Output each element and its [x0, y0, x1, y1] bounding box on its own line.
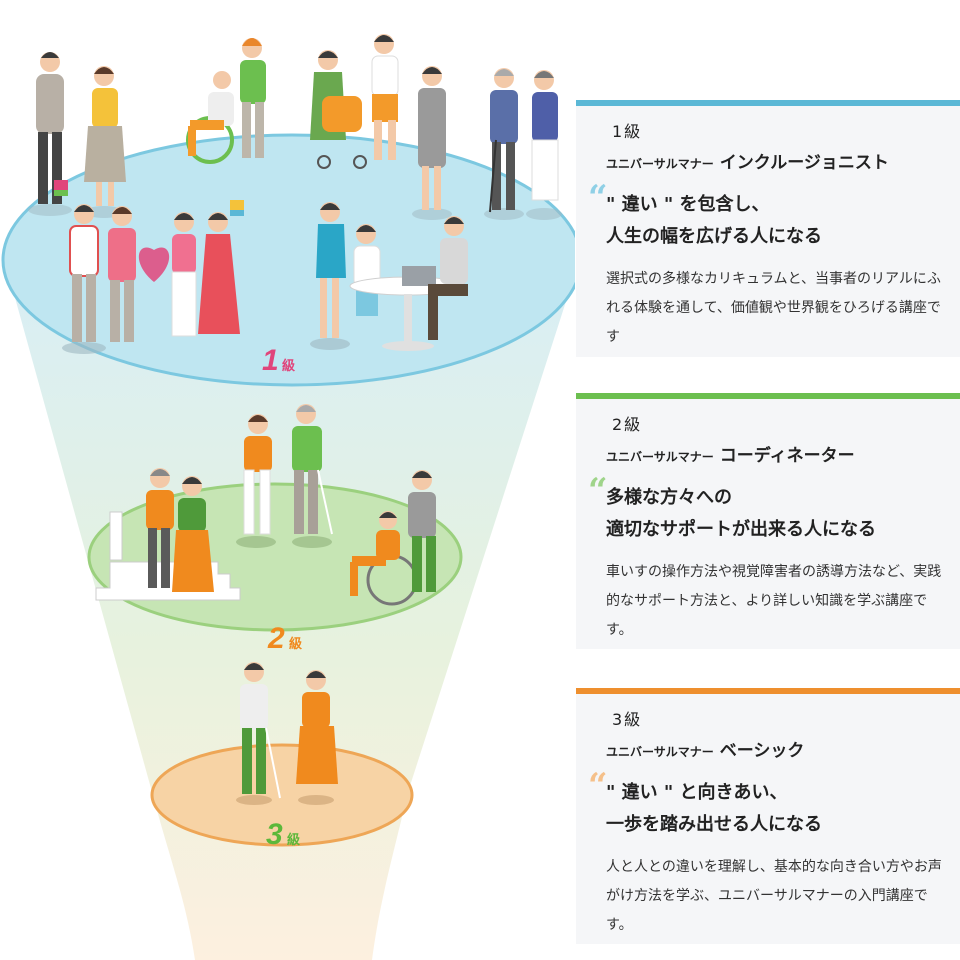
person-figure: [28, 52, 72, 216]
level2-panel: 2級 ユニバーサルマナーコーディネーター “ 多様な方々への 適切なサポートが出…: [576, 393, 960, 649]
level2-headline: “ 多様な方々への 適切なサポートが出来る人になる: [588, 474, 946, 546]
level1-quote-icon: “: [588, 178, 608, 218]
level2-course: ユニバーサルマナーコーディネーター: [606, 441, 946, 466]
person-figure: [198, 200, 244, 334]
level2-headline-line2: 適切なサポートが出来る人になる: [606, 519, 876, 540]
level2-headline-line1: 多様な方々への: [606, 487, 732, 508]
level2-funnel-unit: 級: [289, 636, 302, 652]
level3-people-illustration: [236, 662, 338, 805]
person-figure: [108, 206, 136, 342]
level1-disc: 1 級: [1, 34, 575, 387]
level3-label: 3級: [612, 710, 643, 729]
person-figure: [412, 66, 452, 220]
level3-accent-bar: [576, 688, 960, 694]
funnel-diagram: 1 級: [1, 34, 575, 960]
person-figure: [428, 216, 468, 340]
person-figure: [236, 414, 276, 548]
level3-headline-line2: 一歩を踏み出せる人になる: [606, 814, 822, 835]
level3-quote-icon: “: [588, 766, 608, 806]
person-figure: [54, 180, 106, 354]
stroller-figure: [317, 96, 367, 169]
level2-description: 車いすの操作方法や視覚障害者の誘導方法など、実践的なサポート方法と、より詳しい知…: [606, 564, 942, 638]
person-figure: [310, 202, 350, 350]
level1-course: ユニバーサルマナーインクルージョニスト: [606, 148, 946, 173]
level3-course-prefix: ユニバーサルマナー: [606, 745, 714, 759]
person-figure: [240, 38, 266, 158]
level2-people-illustration: [95, 404, 436, 606]
person-figure: [172, 476, 214, 592]
level1-description: 選択式の多様なカリキュラムと、当事者のリアルにふれる体験を通して、価値観や世界観…: [606, 271, 941, 345]
visually-impaired-person-figure: [236, 662, 281, 805]
wheelchair-user-figure: [350, 511, 418, 606]
person-figure: [171, 212, 197, 337]
elderly-person-figure: [526, 70, 562, 220]
level3-description: 人と人との違いを理解し、基本的な向き合い方やお声がけ方法を学ぶ、ユニバーサルマナ…: [606, 859, 942, 933]
level3-panel: 3級 ユニバーサルマナーベーシック “ " 違い " と向きあい、 一歩を踏み出…: [576, 688, 960, 944]
level2-disc: 2 級: [87, 404, 463, 655]
level1-headline-line2: 人生の幅を広げる人になる: [606, 226, 822, 247]
person-figure: [371, 34, 399, 160]
level2-quote-icon: “: [588, 471, 608, 511]
level3-headline: “ " 違い " と向きあい、 一歩を踏み出せる人になる: [588, 769, 946, 841]
level1-panel: 1級 ユニバーサルマナーインクルージョニスト “ " 違い " を包含し、 人生…: [576, 100, 960, 357]
level2-funnel-number: 2: [267, 622, 285, 655]
level2-accent-bar: [576, 393, 960, 399]
person-figure: [408, 470, 436, 592]
level1-course-name: インクルージョニスト: [719, 153, 889, 173]
wheelchair-user-figure: [186, 71, 234, 164]
level1-headline: “ " 違い " を包含し、 人生の幅を広げる人になる: [588, 181, 946, 253]
elderly-person-figure: [146, 468, 174, 588]
level2-course-prefix: ユニバーサルマナー: [606, 450, 714, 464]
level3-course-name: ベーシック: [719, 741, 805, 761]
level3-funnel-unit: 級: [287, 832, 300, 848]
level3-disc: 3 級: [150, 662, 414, 851]
level1-people-illustration: [28, 34, 562, 354]
person-figure: [296, 670, 338, 805]
level2-course-name: コーディネーター: [719, 446, 855, 466]
level1-headline-line1: " 違い " を包含し、: [606, 194, 770, 215]
elderly-person-figure: [292, 404, 333, 548]
level1-label: 1級: [612, 122, 643, 141]
level3-funnel-number: 3: [266, 818, 283, 851]
level2-label: 2級: [612, 415, 643, 434]
heart-icon: [138, 247, 170, 282]
level3-course: ユニバーサルマナーベーシック: [606, 736, 946, 761]
level3-headline-line1: " 違い " と向きあい、: [606, 782, 788, 803]
elderly-person-figure: [484, 68, 524, 220]
level1-funnel-number: 1: [262, 344, 279, 377]
level1-accent-bar: [576, 100, 960, 106]
level1-course-prefix: ユニバーサルマナー: [606, 157, 714, 171]
level1-funnel-unit: 級: [282, 358, 295, 374]
